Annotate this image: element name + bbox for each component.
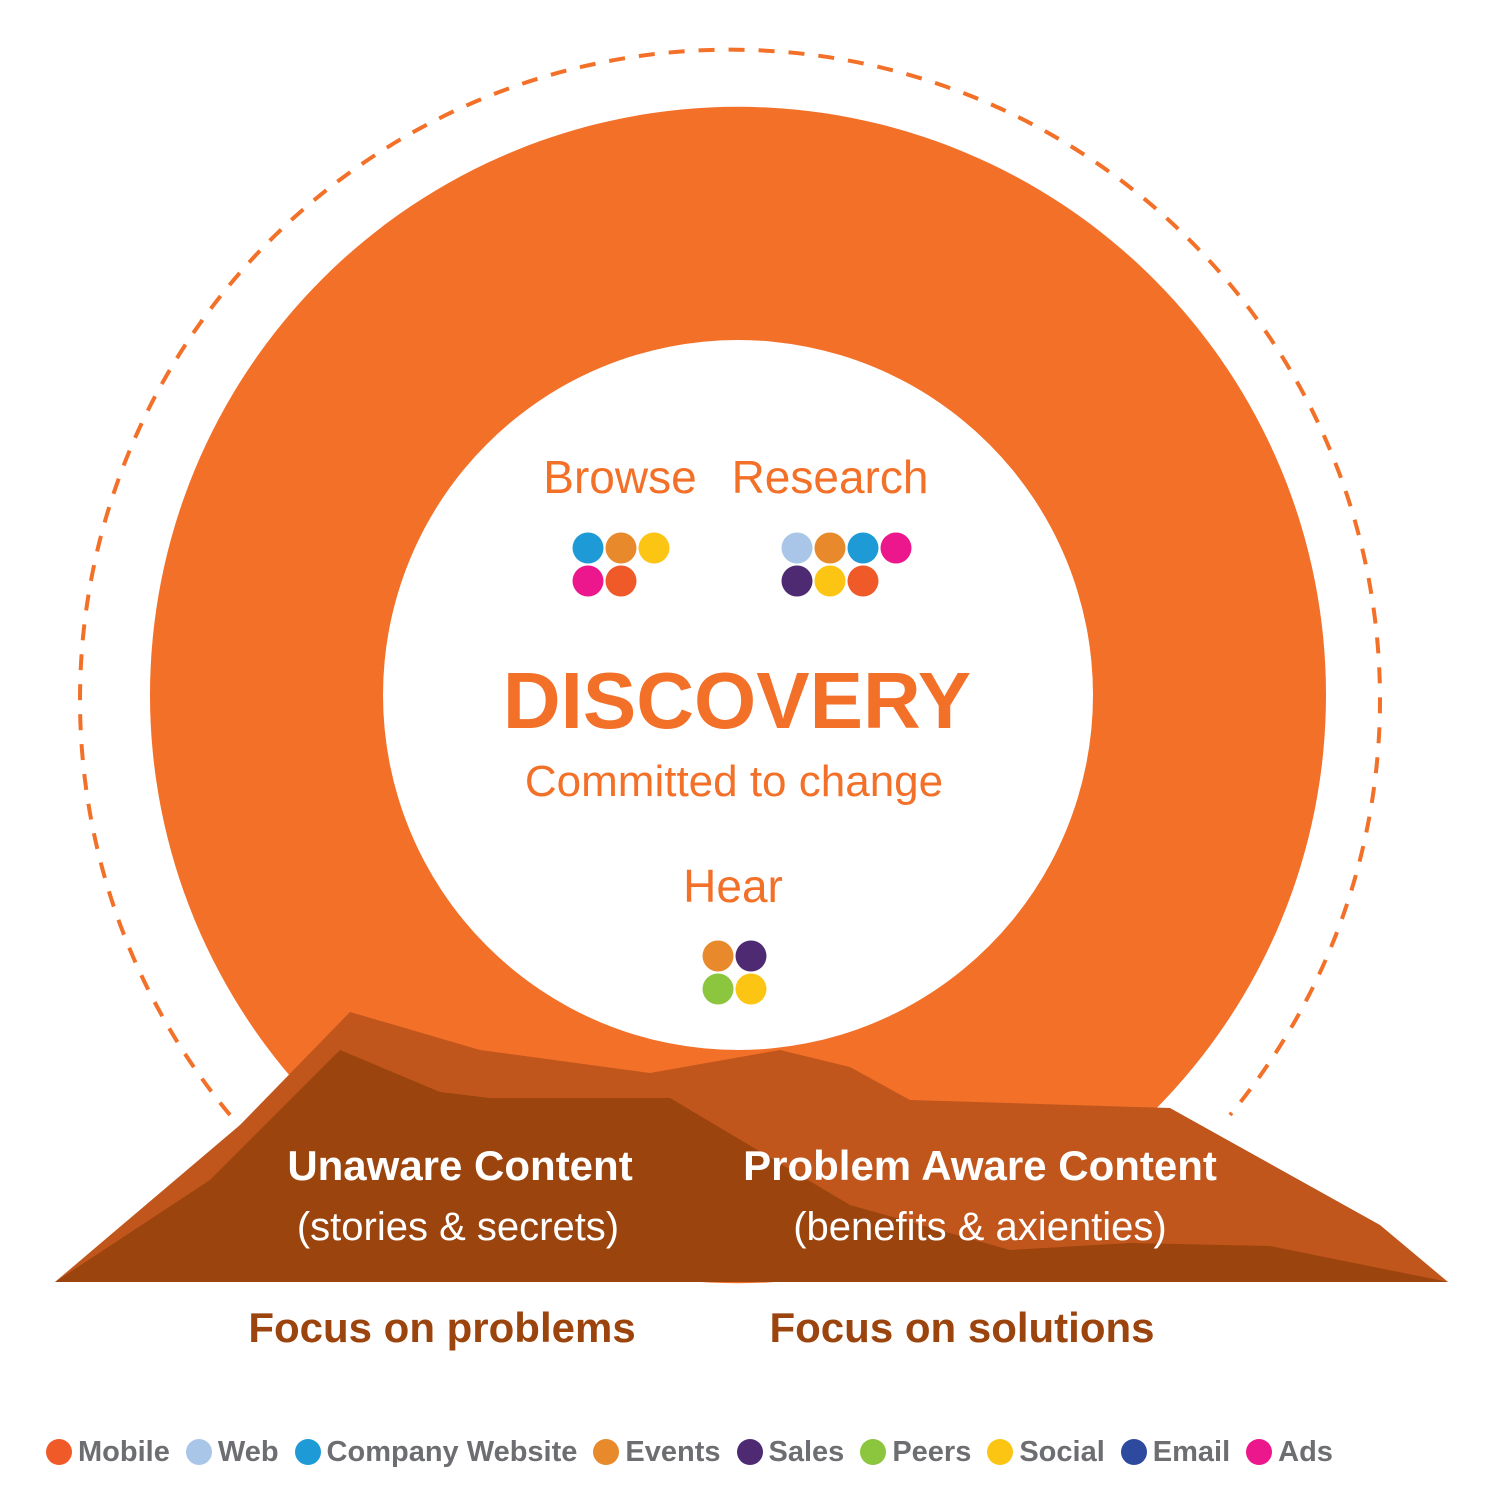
legend-label: Peers: [892, 1435, 972, 1468]
dot-cluster-hear: [702, 940, 767, 1005]
dot-cluster-research: [781, 532, 912, 597]
legend-label: Sales: [768, 1435, 845, 1468]
legend-dot-sales: [736, 1439, 763, 1465]
legend-item-company-website: Company Website: [294, 1435, 578, 1469]
dashed-outer-ring: [78, 47, 1382, 1117]
legend-item-peers: Peers: [860, 1436, 971, 1469]
legend-dot-mobile: [46, 1439, 72, 1465]
mountain-front: [55, 1050, 1448, 1282]
group-label-browse: Browse: [543, 451, 696, 503]
legend-dot-ads: [1246, 1439, 1273, 1465]
unaware-content-title: Unaware Content: [287, 1142, 632, 1189]
channel-dot-social: [735, 973, 767, 1005]
legend-item-events: Events: [593, 1435, 721, 1469]
problem-aware-content-sub: (benefits & axienties): [793, 1205, 1167, 1249]
channel-dot-sales: [781, 565, 813, 597]
channel-legend: Mobile Web Company Website Events Sales Peers…: [46, 1430, 1466, 1474]
legend-dot-social: [987, 1439, 1014, 1465]
legend-label: Social: [1019, 1435, 1105, 1468]
legend-dot-peers: [860, 1439, 887, 1465]
channel-dot-web: [781, 532, 813, 564]
channel-dot-ads: [880, 532, 912, 564]
channel-dot-social: [814, 565, 846, 597]
focus-problems-label: Focus on problems: [248, 1304, 635, 1351]
channel-dot-company-website: [847, 532, 879, 564]
legend-item-social: Social: [987, 1435, 1105, 1469]
focus-solutions-label: Focus on solutions: [770, 1304, 1155, 1351]
problem-aware-content-title: Problem Aware Content: [743, 1142, 1217, 1189]
legend-dot-web: [185, 1439, 212, 1465]
legend-item-ads: Ads: [1246, 1436, 1333, 1469]
legend-label: Ads: [1278, 1435, 1333, 1468]
legend-item-mobile: Mobile: [46, 1436, 170, 1469]
discovery-title: DISCOVERY: [503, 656, 971, 745]
channel-dot-peers: [702, 973, 734, 1005]
legend-label: Company Website: [326, 1435, 578, 1468]
legend-dot-company-website: [294, 1439, 321, 1465]
unaware-content-sub: (stories & secrets): [297, 1205, 619, 1249]
legend-dot-email: [1120, 1439, 1147, 1465]
group-label-hear: Hear: [683, 860, 783, 912]
discovery-subtitle: Committed to change: [525, 757, 943, 806]
channel-dot-mobile: [847, 565, 879, 597]
legend-label: Mobile: [78, 1435, 170, 1468]
legend-item-web: Web: [185, 1435, 279, 1469]
channel-dot-events: [605, 532, 637, 564]
channel-dot-events: [702, 940, 734, 972]
group-label-research: Research: [732, 451, 929, 503]
legend-dot-events: [593, 1439, 620, 1465]
channel-dot-mobile: [605, 565, 637, 597]
legend-item-sales: Sales: [736, 1435, 845, 1469]
channel-dot-sales: [735, 940, 767, 972]
channel-dot-events: [814, 532, 846, 564]
channel-dot-ads: [572, 565, 604, 597]
legend-item-email: Email: [1120, 1435, 1231, 1469]
legend-label: Events: [625, 1435, 721, 1468]
legend-label: Web: [217, 1435, 279, 1468]
channel-dot-social: [638, 532, 670, 564]
orange-ring: [149, 106, 1327, 1284]
legend-label: Email: [1152, 1435, 1231, 1468]
dot-cluster-browse: [572, 532, 670, 597]
channel-dot-company-website: [572, 532, 604, 564]
